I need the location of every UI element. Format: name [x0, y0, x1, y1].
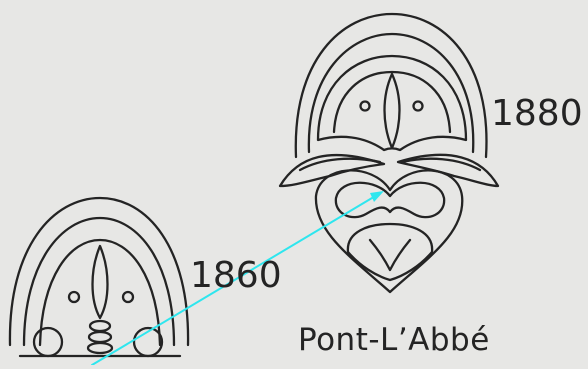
motif-1880-dome-inner	[334, 72, 450, 132]
motif-1860-second-arch	[24, 218, 174, 345]
place-label: Pont-L’Abbé	[298, 322, 490, 358]
motif-1860-oval-3	[88, 343, 112, 353]
motif-1880-heart-inner	[348, 224, 432, 280]
year-label-1880: 1880	[491, 93, 583, 134]
arrow-head	[370, 191, 384, 202]
motif-1880-heart-v	[370, 240, 410, 270]
motif-1880-heart-swirl	[336, 183, 444, 217]
motif-1880-outer-arch	[296, 14, 487, 157]
year-label-1860: 1860	[190, 255, 282, 296]
motif-1880-icon	[280, 14, 498, 292]
motif-1880-eye-right	[414, 102, 423, 111]
motif-1860-almond	[93, 246, 108, 318]
motif-1880-eye-left	[361, 102, 370, 111]
motif-1860-oval-2	[89, 332, 111, 342]
motif-1860-eye-left	[69, 292, 79, 302]
motif-1880-second-arch	[309, 34, 473, 152]
motif-1860-oval-1	[90, 321, 110, 331]
motif-1860-icon	[10, 198, 188, 356]
motif-1880-heart	[316, 170, 462, 292]
motif-1860-circle-left	[34, 328, 62, 356]
motif-1880-almond	[385, 74, 400, 148]
motif-1880-collar-left-line	[300, 159, 380, 170]
motif-1860-eye-right	[123, 292, 133, 302]
